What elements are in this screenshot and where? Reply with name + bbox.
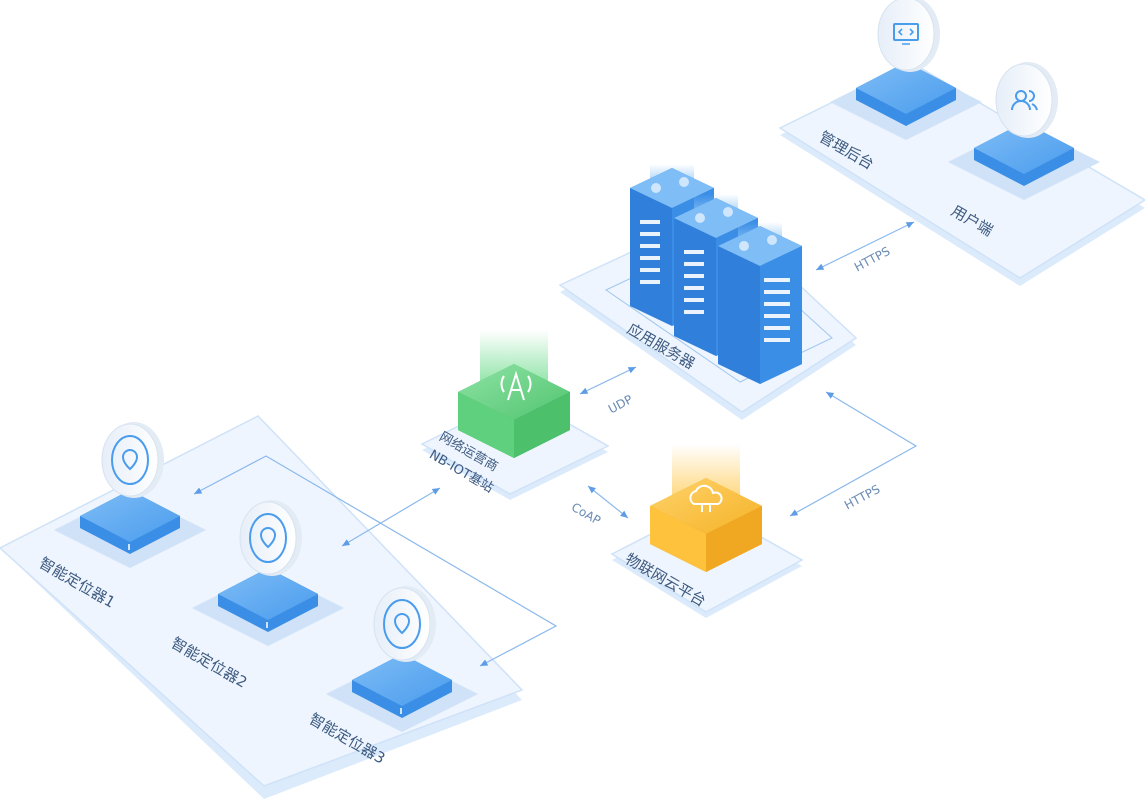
location-pin-icon — [373, 586, 436, 662]
base-to-locators-link — [341, 487, 441, 547]
connection-lines — [193, 221, 918, 667]
signal-tower-icon — [500, 370, 532, 401]
cloud-platform-cube — [650, 444, 762, 572]
monitor-code-icon — [877, 0, 940, 72]
user-client-device — [948, 62, 1100, 200]
locator-device-3 — [326, 586, 478, 732]
cloud-icon — [689, 484, 723, 512]
server-rack-icon — [630, 164, 802, 384]
base-to-server-udp-link — [579, 366, 637, 395]
users-icon — [995, 62, 1058, 138]
admin-client-device — [830, 0, 982, 140]
location-pin-icon — [101, 422, 164, 498]
location-pin-icon — [239, 500, 302, 576]
locator-device-1 — [54, 422, 206, 568]
cloud-to-server-https-link — [789, 391, 918, 517]
base-station-cube — [458, 330, 570, 458]
locator-device-2 — [192, 500, 344, 646]
base-to-cloud-coap-link — [587, 485, 629, 519]
server-to-clients-https-link — [815, 221, 915, 271]
